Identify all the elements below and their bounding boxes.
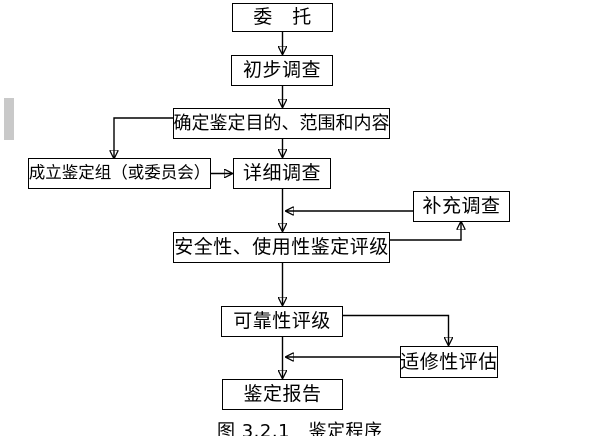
node-preliminary-survey: 初步调查	[231, 55, 333, 86]
edge-reliability-to-repairability	[343, 314, 449, 346]
node-form-appraisal-team: 成立鉴定组（或委员会）	[28, 158, 211, 189]
node-appraisal-report: 鉴定报告	[222, 379, 343, 410]
node-define-scope: 确定鉴定目的、范围和内容	[173, 108, 390, 139]
node-repairability-assessment: 适修性评估	[400, 346, 498, 378]
figure-caption: 图 3.2.1 鉴定程序	[217, 421, 383, 436]
node-safety-serviceability-rating: 安全性、使用性鉴定评级	[173, 232, 390, 263]
node-entrustment: 委 托	[232, 3, 333, 32]
left-margin-marker	[4, 98, 14, 140]
node-detailed-survey: 详细调查	[233, 158, 331, 189]
edge-safety-rating-to-supplementary-survey	[390, 222, 461, 241]
node-supplementary-survey: 补充调查	[413, 191, 510, 222]
edge-define-scope-to-form-team	[114, 117, 173, 158]
node-reliability-rating: 可靠性评级	[221, 306, 343, 337]
